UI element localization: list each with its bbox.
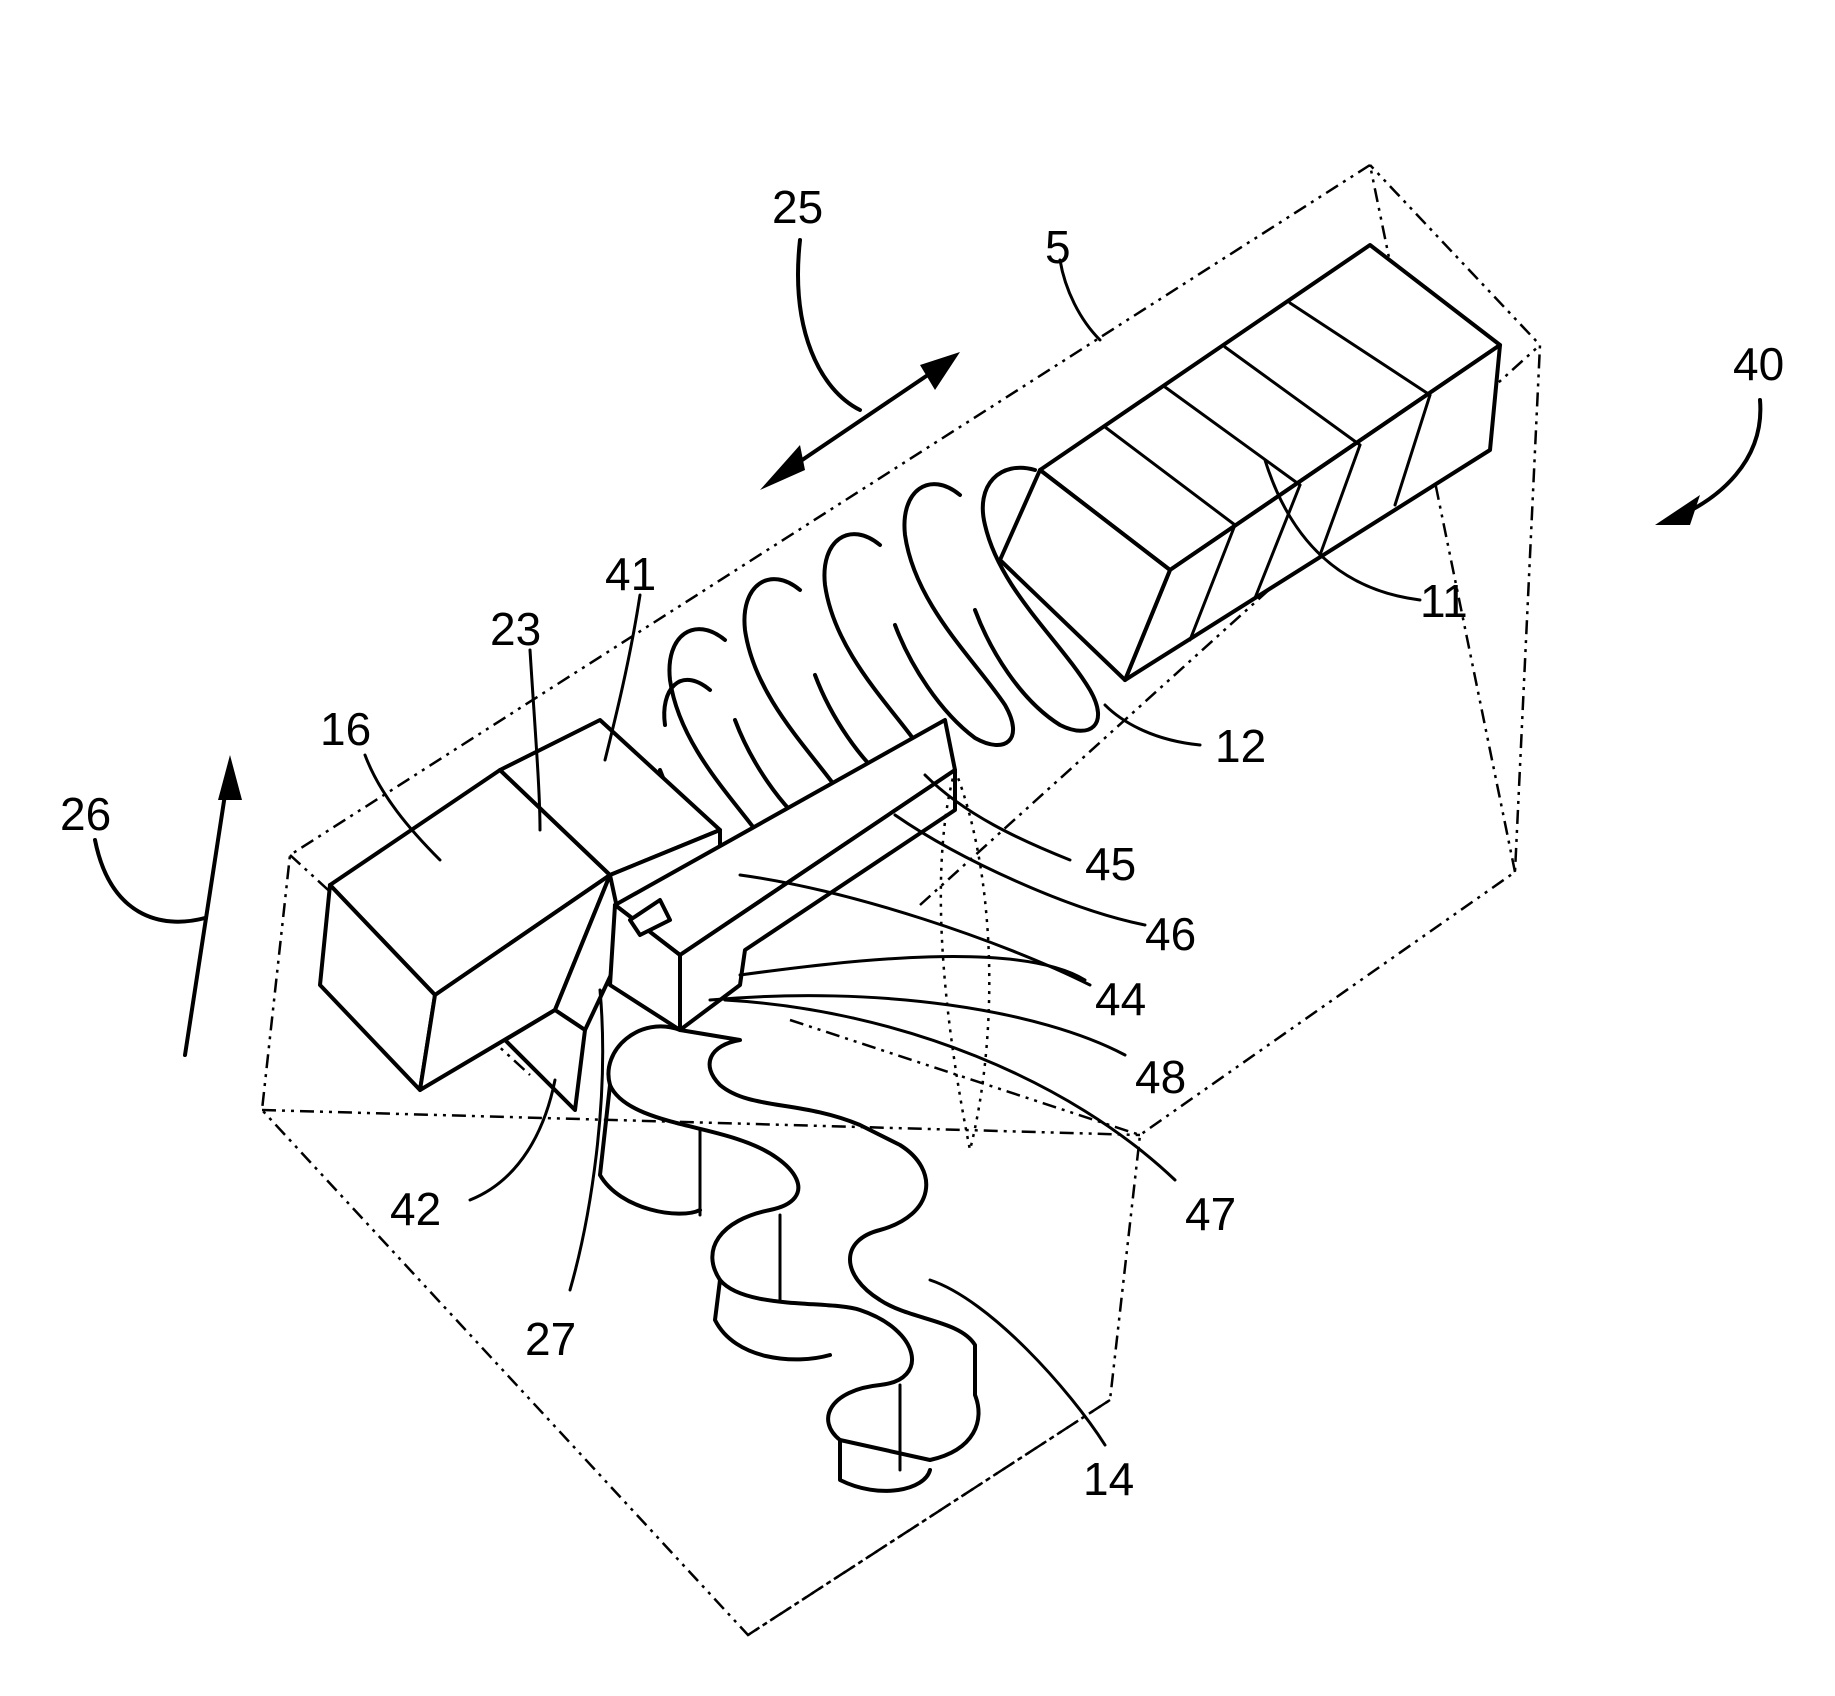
label-27: 27 xyxy=(525,1313,576,1365)
motion-arrow-25 xyxy=(760,240,960,490)
label-42: 42 xyxy=(390,1183,441,1235)
label-23: 23 xyxy=(490,603,541,655)
serpentine-spring xyxy=(600,1026,979,1490)
label-46: 46 xyxy=(1145,908,1196,960)
label-48: 48 xyxy=(1135,1051,1186,1103)
label-12: 12 xyxy=(1215,720,1266,772)
label-25: 25 xyxy=(772,181,823,233)
dotted-outline xyxy=(941,770,989,1150)
label-14: 14 xyxy=(1083,1453,1134,1505)
label-45: 45 xyxy=(1085,838,1136,890)
motion-arrow-26 xyxy=(95,755,242,1055)
label-40: 40 xyxy=(1733,338,1784,390)
label-16: 16 xyxy=(320,703,371,755)
label-5: 5 xyxy=(1045,221,1071,273)
label-47: 47 xyxy=(1185,1188,1236,1240)
arrow-40 xyxy=(1655,400,1760,525)
label-41: 41 xyxy=(605,548,656,600)
label-26: 26 xyxy=(60,788,111,840)
label-44: 44 xyxy=(1095,973,1146,1025)
label-11: 11 xyxy=(1420,575,1468,627)
